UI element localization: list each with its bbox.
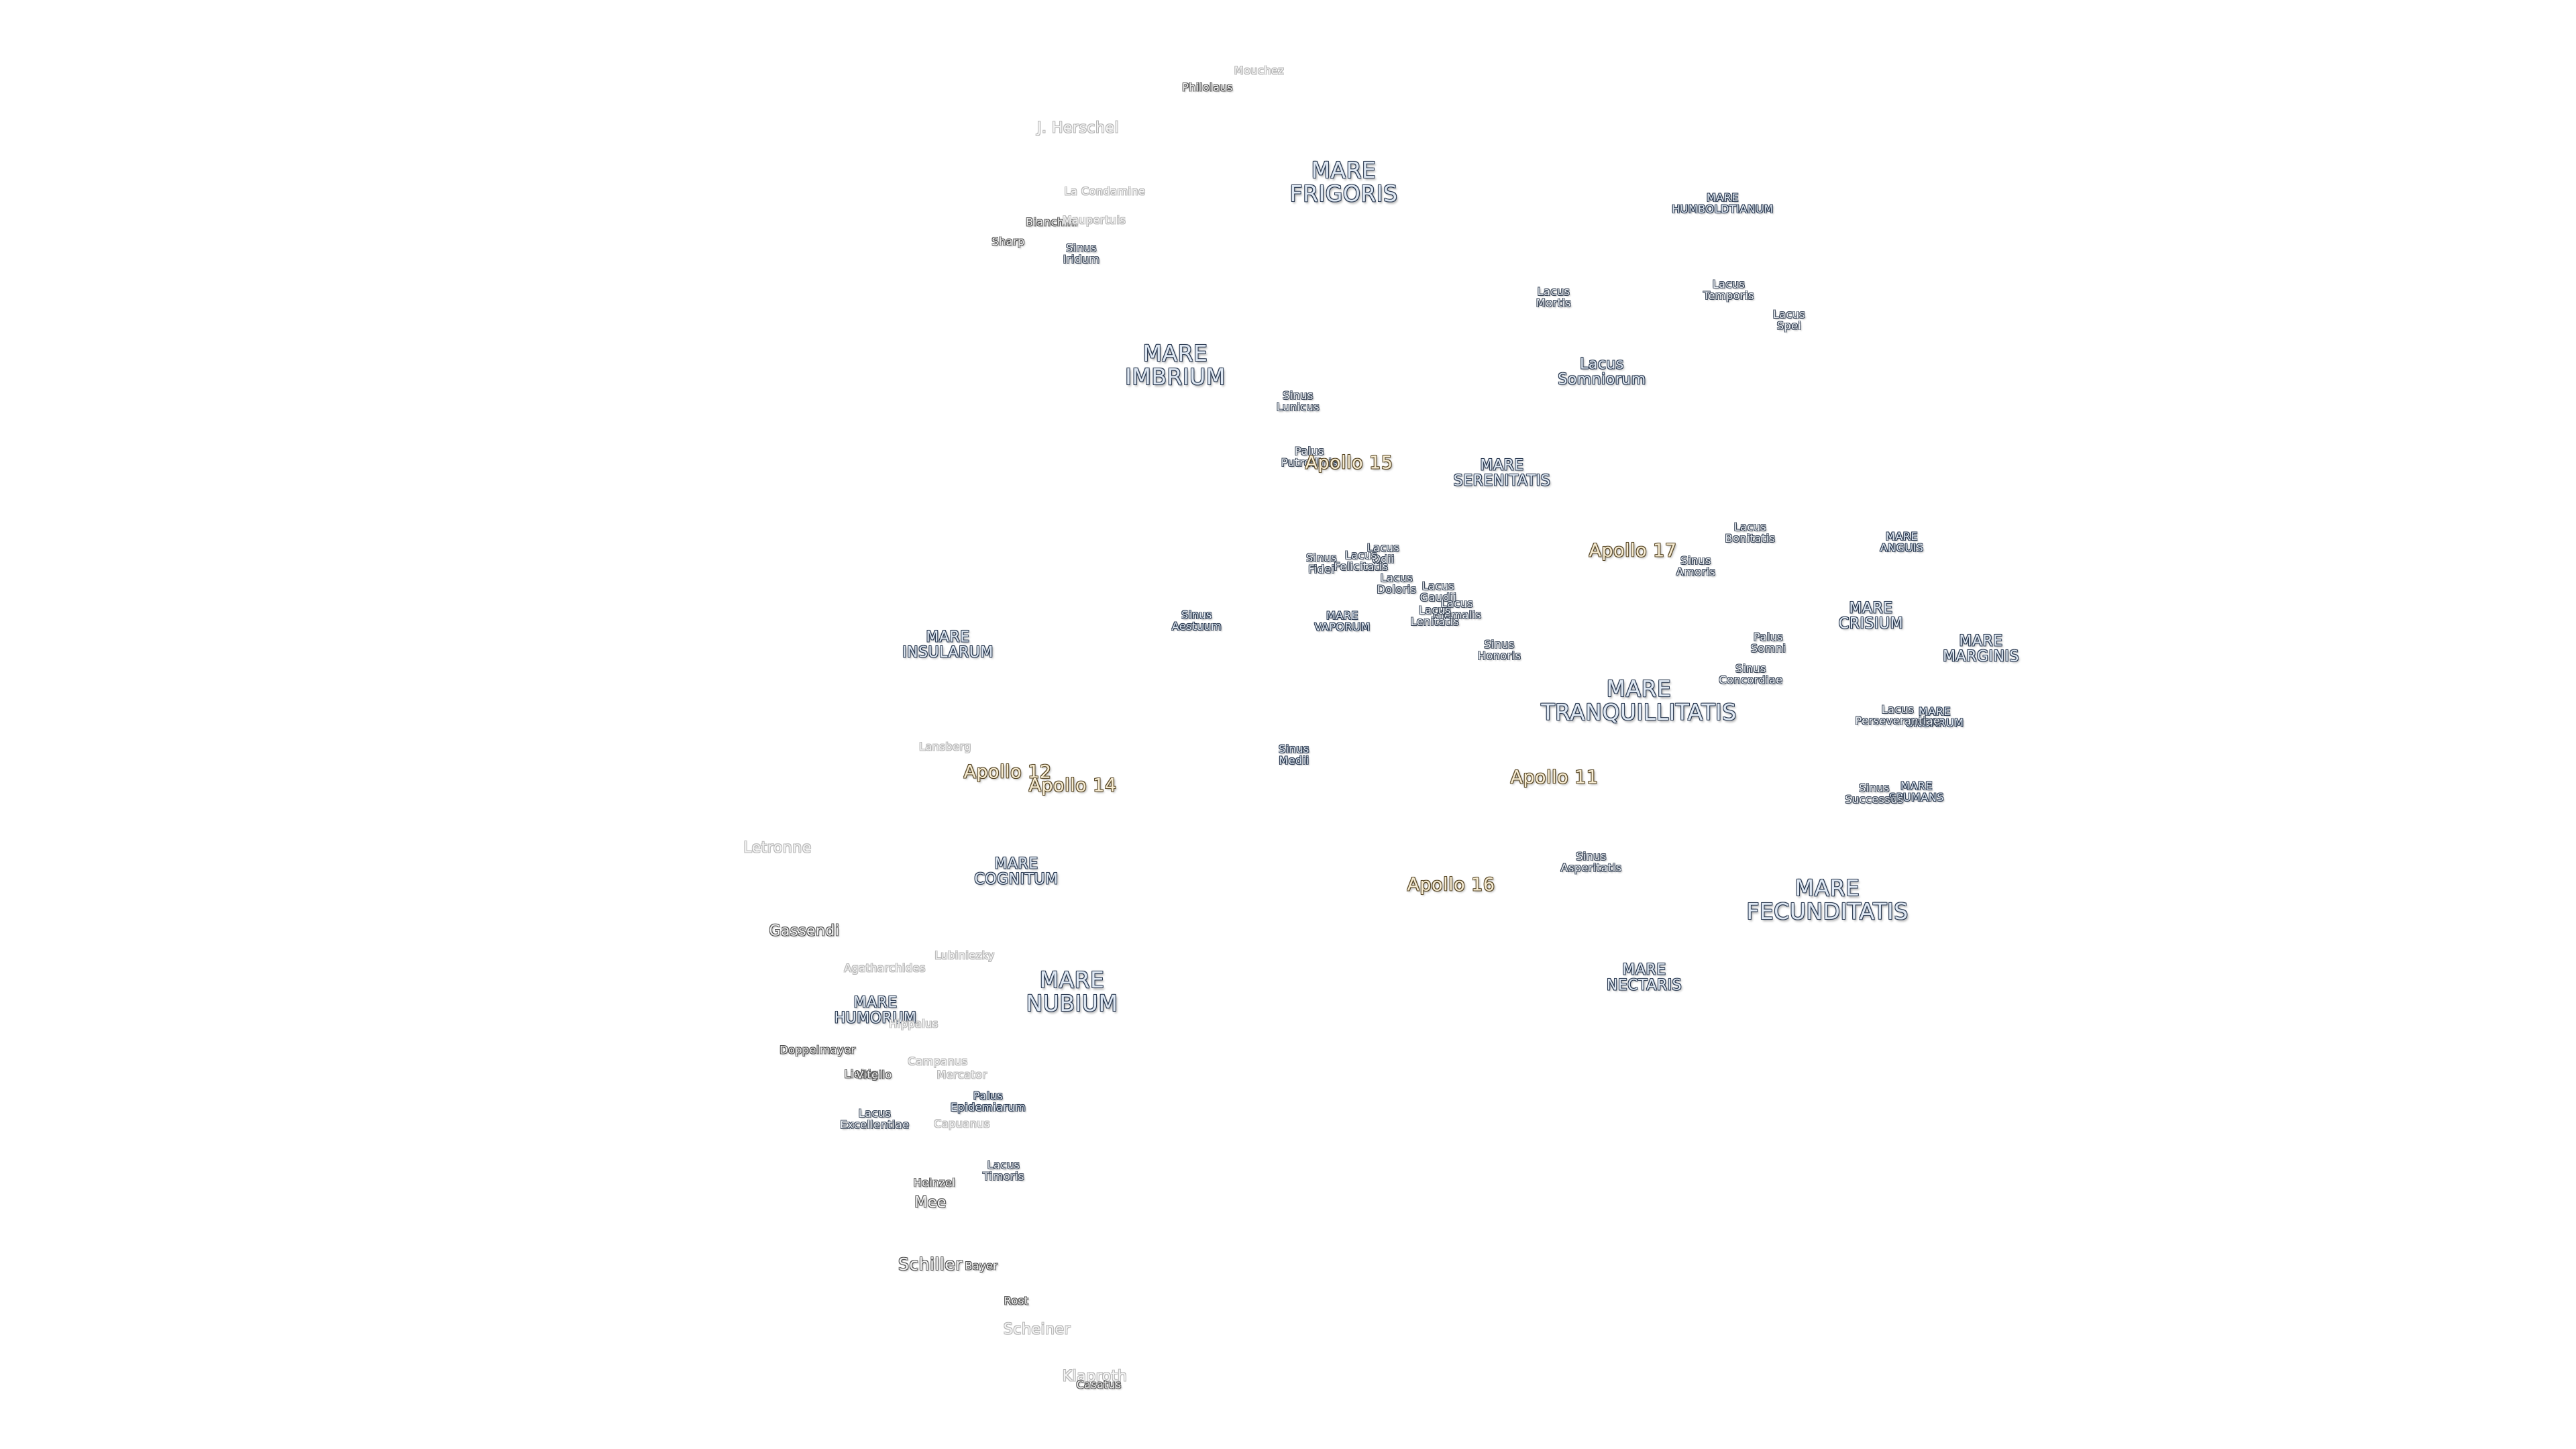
label-palus-epidemiarum: Palus Epidemiarum	[950, 1089, 1026, 1114]
label-sinus-lunicus: Sinus Lunicus	[1276, 389, 1320, 413]
label-sinus-honoris: Sinus Honoris	[1477, 638, 1521, 662]
label-lacus-temporis: Lacus Temporis	[1703, 278, 1754, 302]
label-mare-humorum: MARE HUMORUM	[834, 994, 917, 1027]
label-heinzel: Heinzel	[913, 1176, 956, 1189]
label-lacus-perseverantiae: Lacus Perseverantiae	[1855, 703, 1941, 727]
label-sinus-concordiae: Sinus Concordiae	[1719, 662, 1783, 686]
label-scheiner: Scheiner	[1003, 1321, 1071, 1338]
label-lacus-gaudii: Lacus Gaudii	[1419, 580, 1457, 604]
label-campanus: Campanus	[908, 1055, 968, 1068]
label-rost: Rost	[1004, 1294, 1029, 1307]
label-palus-somni: Palus Somni	[1750, 631, 1786, 655]
label-mare-imbrium: MARE IMBRIUM	[1125, 340, 1226, 390]
label-apollo-16: Apollo 16	[1407, 874, 1495, 896]
label-maupertuis: Maupertuis	[1062, 213, 1126, 227]
label-apollo-17: Apollo 17	[1589, 540, 1677, 561]
label-mare-tranquillitatis: MARE TRANQUILLITATIS	[1541, 676, 1737, 725]
label-gassendi: Gassendi	[769, 922, 840, 940]
label-mercator: Mercator	[936, 1068, 987, 1081]
label-palus-putredinis: Palus Putredinis	[1281, 445, 1338, 469]
label-lacus-felicitatis: Lacus Felicitatis	[1334, 549, 1389, 573]
label-lacus-doloris: Lacus Doloris	[1377, 572, 1417, 596]
label-j-herschel: J. Herschel	[1036, 119, 1120, 137]
label-apollo-12: Apollo 12	[963, 761, 1052, 783]
label-sinus-aestuum: Sinus Aestuum	[1171, 608, 1222, 633]
label-mare-insularum: MARE INSULARUM	[902, 629, 994, 661]
label-lacus-odii: Lacus Odii	[1366, 541, 1400, 566]
label-mare-nubium: MARE NUBIUM	[1026, 967, 1118, 1016]
label-sinus-fidei: Sinus Fidei	[1306, 551, 1337, 576]
label-lacus-somniorum: Lacus Somniorum	[1558, 356, 1646, 388]
label-hippalus: Hippalus	[889, 1017, 938, 1030]
label-doppelmayer: Doppelmayer	[780, 1043, 856, 1057]
label-mare-undarum: MARE UNDARUM	[1905, 705, 1964, 729]
label-bayer: Bayer	[965, 1259, 998, 1273]
label-schiller: Schiller	[898, 1254, 963, 1274]
label-apollo-15: Apollo 15	[1305, 452, 1393, 474]
label-lacus-timoris: Lacus Timoris	[983, 1159, 1024, 1183]
label-sinus-medii: Sinus Medii	[1279, 743, 1309, 767]
label-lacus-mortis: Lacus Mortis	[1536, 285, 1572, 309]
label-lansberg: Lansberg	[919, 740, 971, 753]
label-mare-crisium: MARE CRISIUM	[1838, 600, 1904, 633]
label-capuanus: Capuanus	[934, 1117, 990, 1130]
label-sinus-amoris: Sinus Amoris	[1676, 554, 1716, 578]
label-letronne: Letronne	[743, 839, 812, 857]
label-vitello: Vitello	[856, 1068, 892, 1081]
label-casatus: Casatus	[1076, 1378, 1122, 1391]
label-mouchez: Mouchez	[1234, 64, 1285, 77]
label-mare-frigoris: MARE FRIGORIS	[1289, 157, 1398, 207]
label-apollo-14: Apollo 14	[1028, 775, 1117, 796]
label-lacus-lenitatis: Lacus Lenitatis	[1410, 604, 1460, 628]
label-la-condamine: La Condamine	[1064, 184, 1146, 198]
label-mare-marginis: MARE MARGINIS	[1943, 633, 2019, 665]
label-mare-spumans: MARE SPUMANS	[1889, 780, 1944, 804]
label-lacus-excellentiae: Lacus Excellentiae	[840, 1107, 910, 1131]
label-klaproth: Klaproth	[1062, 1368, 1128, 1385]
label-bianchini: Bianchini	[1026, 215, 1078, 229]
label-sinus-successus: Sinus Successus	[1845, 782, 1904, 806]
label-philolaus: Philolaus	[1182, 80, 1233, 94]
label-lacus-bonitatis: Lacus Bonitatis	[1725, 521, 1776, 545]
label-mare-vaporum: MARE VAPORUM	[1314, 609, 1371, 633]
label-lacus-hiemalis: Lacus Hiemalis	[1432, 597, 1482, 621]
label-mare-serenitatis: MARE SERENITATIS	[1453, 457, 1551, 490]
label-liebig: Liebig	[844, 1067, 879, 1081]
label-sharp: Sharp	[991, 235, 1025, 248]
label-mare-fecunditatis: MARE FECUNDITATIS	[1746, 875, 1909, 924]
label-mare-cognitum: MARE COGNITUM	[974, 855, 1059, 888]
label-lacus-spei: Lacus Spei	[1772, 308, 1806, 332]
label-mare-nectaris: MARE NECTARIS	[1606, 961, 1682, 994]
label-sinus-asperitatis: Sinus Asperitatis	[1560, 850, 1622, 874]
label-apollo-11: Apollo 11	[1510, 767, 1599, 788]
label-mee: Mee	[914, 1194, 947, 1212]
label-agatharchides: Agatharchides	[844, 961, 926, 975]
label-lubiniezky: Lubiniezky	[934, 949, 995, 962]
label-mare-anguis: MARE ANGUIS	[1880, 530, 1924, 554]
label-mare-humboldtianum: MARE HUMBOLDTIANUM	[1672, 191, 1774, 215]
label-sinus-iridum: Sinus Iridum	[1063, 241, 1100, 266]
